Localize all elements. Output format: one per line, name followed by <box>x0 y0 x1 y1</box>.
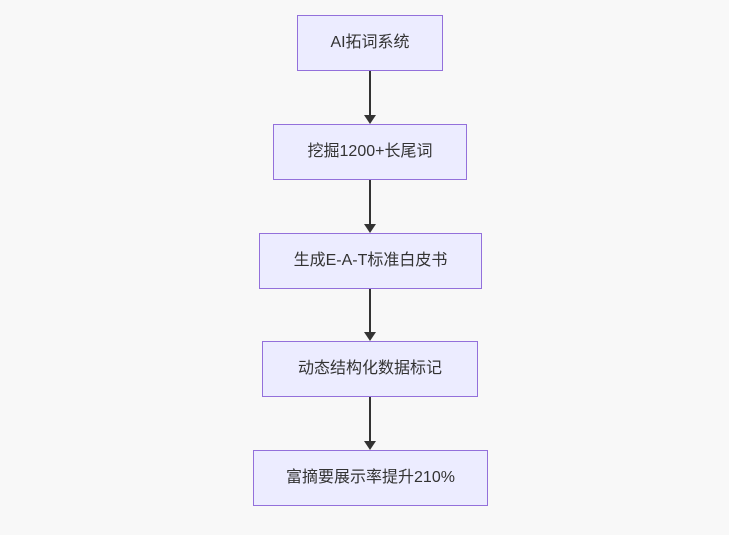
arrow-line <box>369 289 371 335</box>
flow-node-rich-snippet-rate-increase: 富摘要展示率提升210% <box>253 450 488 506</box>
arrowhead-down-icon <box>364 115 376 124</box>
arrow-line <box>369 180 371 227</box>
arrowhead-down-icon <box>364 441 376 450</box>
flow-node-label: 挖掘1200+长尾词 <box>307 143 433 160</box>
arrowhead-down-icon <box>364 224 376 233</box>
flow-node-label: 生成E-A-T标准白皮书 <box>293 252 448 269</box>
flow-arrow-4 <box>364 397 376 450</box>
flow-node-generate-eat-whitepaper: 生成E-A-T标准白皮书 <box>259 233 482 289</box>
flow-node-ai-word-expansion-system: AI拓词系统 <box>297 15 443 71</box>
flow-node-label: 动态结构化数据标记 <box>297 360 442 377</box>
flow-node-label: 富摘要展示率提升210% <box>286 469 455 486</box>
flow-node-mine-longtail-keywords: 挖掘1200+长尾词 <box>273 124 467 180</box>
arrow-line <box>369 71 371 118</box>
flow-arrow-3 <box>364 289 376 341</box>
flow-arrow-1 <box>364 71 376 124</box>
flow-node-label: AI拓词系统 <box>330 34 410 51</box>
flow-node-dynamic-structured-data-markup: 动态结构化数据标记 <box>262 341 478 397</box>
arrowhead-down-icon <box>364 332 376 341</box>
flow-arrow-2 <box>364 180 376 233</box>
arrow-line <box>369 397 371 444</box>
